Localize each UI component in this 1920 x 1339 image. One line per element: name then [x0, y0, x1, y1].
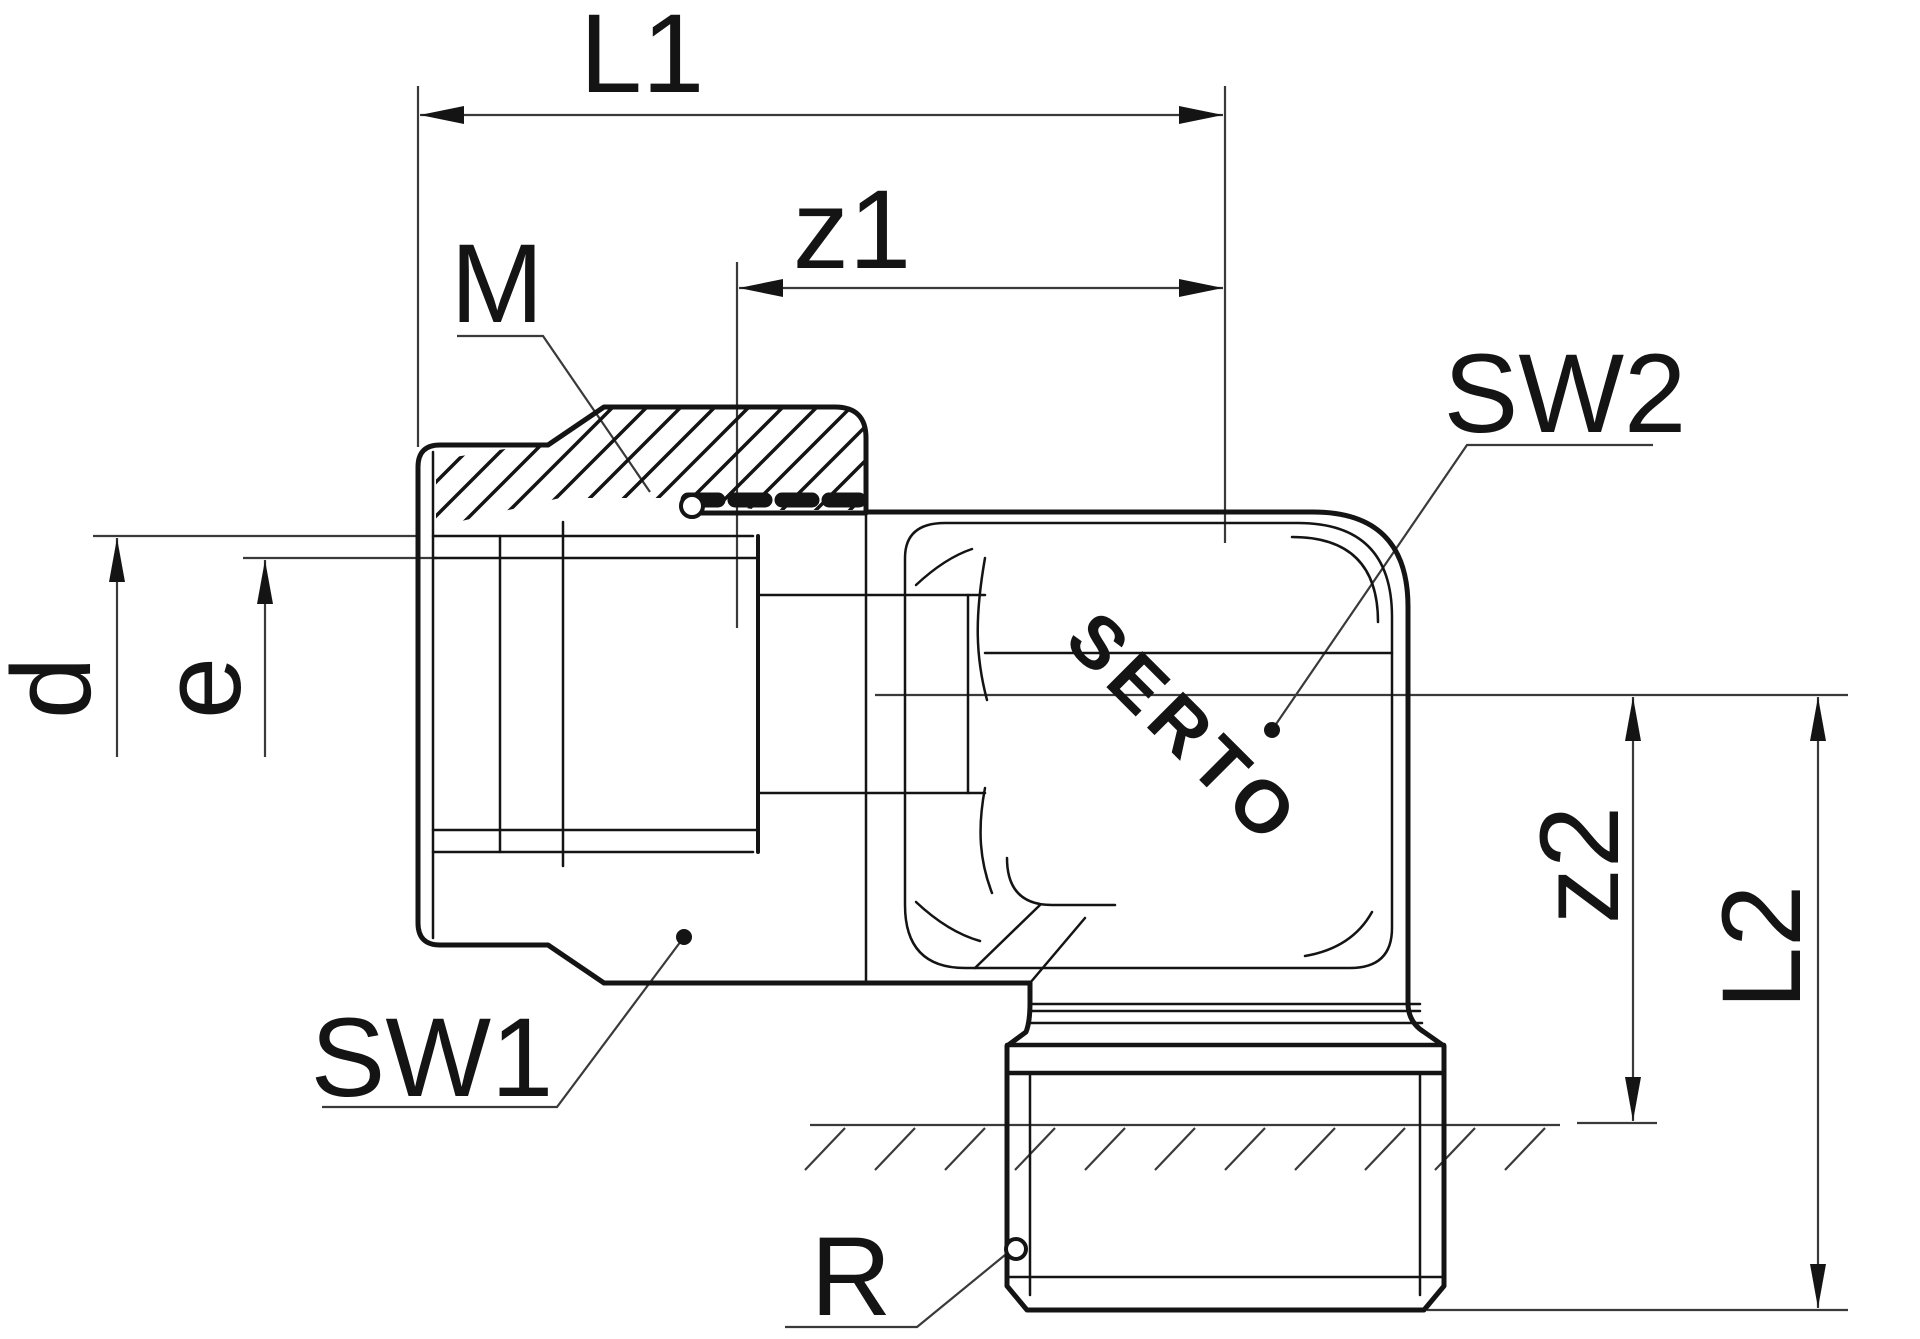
- section-hatch-areas: [436, 406, 864, 527]
- label-SW2: SW2: [1444, 331, 1687, 456]
- arrow-down-icon: [1810, 1264, 1826, 1308]
- arrow-left-icon: [420, 106, 464, 124]
- leader-R: [785, 1254, 1006, 1329]
- label-z1: z1: [793, 167, 911, 292]
- arrow-right-icon: [1179, 106, 1223, 124]
- label-L1: L1: [580, 0, 705, 116]
- label-L2: L2: [1699, 885, 1824, 1010]
- arrow-up-icon: [257, 560, 273, 604]
- label-SW1: SW1: [311, 995, 554, 1120]
- dimension-e: [243, 556, 437, 757]
- arrow-up-icon: [1810, 697, 1826, 741]
- label-d: d: [0, 657, 114, 719]
- dimension-L2: [1427, 697, 1848, 1312]
- union-nut-outline: [415, 404, 1033, 986]
- fitting-body: [415, 404, 1447, 1313]
- labels: L1 z1 M SW2 d e SW1 z2 L2 R SERTO: [0, 0, 1824, 1339]
- leader-dot: [1264, 722, 1280, 738]
- dimension-L1: [416, 86, 1227, 543]
- thread-runout-bead: [679, 493, 705, 519]
- arrow-right-icon: [1179, 279, 1223, 297]
- internal-bore-lines: [431, 520, 1394, 868]
- dimension-z2: [1577, 697, 1657, 1125]
- label-e: e: [139, 657, 264, 719]
- elbow-block-outline: [863, 509, 1447, 1313]
- leader-SW2: [1271, 443, 1653, 731]
- leader-SW1: [322, 936, 685, 1109]
- mounting-surface-hatch: [804, 1123, 1560, 1171]
- thread-runout-bead: [1004, 1237, 1028, 1261]
- leader-dot: [676, 929, 692, 945]
- dimension-lines: [93, 86, 1848, 1329]
- dimension-d: [93, 534, 418, 757]
- arrow-left-icon: [739, 279, 783, 297]
- arrow-up-icon: [1625, 697, 1641, 741]
- male-thread-stub: [1004, 1002, 1447, 1297]
- label-z2: z2: [1517, 806, 1642, 924]
- label-R: R: [811, 1214, 892, 1339]
- block-inner-contour: [903, 521, 1394, 985]
- arrow-up-icon: [109, 538, 125, 582]
- label-M: M: [450, 221, 543, 346]
- arrow-down-icon: [1625, 1077, 1641, 1121]
